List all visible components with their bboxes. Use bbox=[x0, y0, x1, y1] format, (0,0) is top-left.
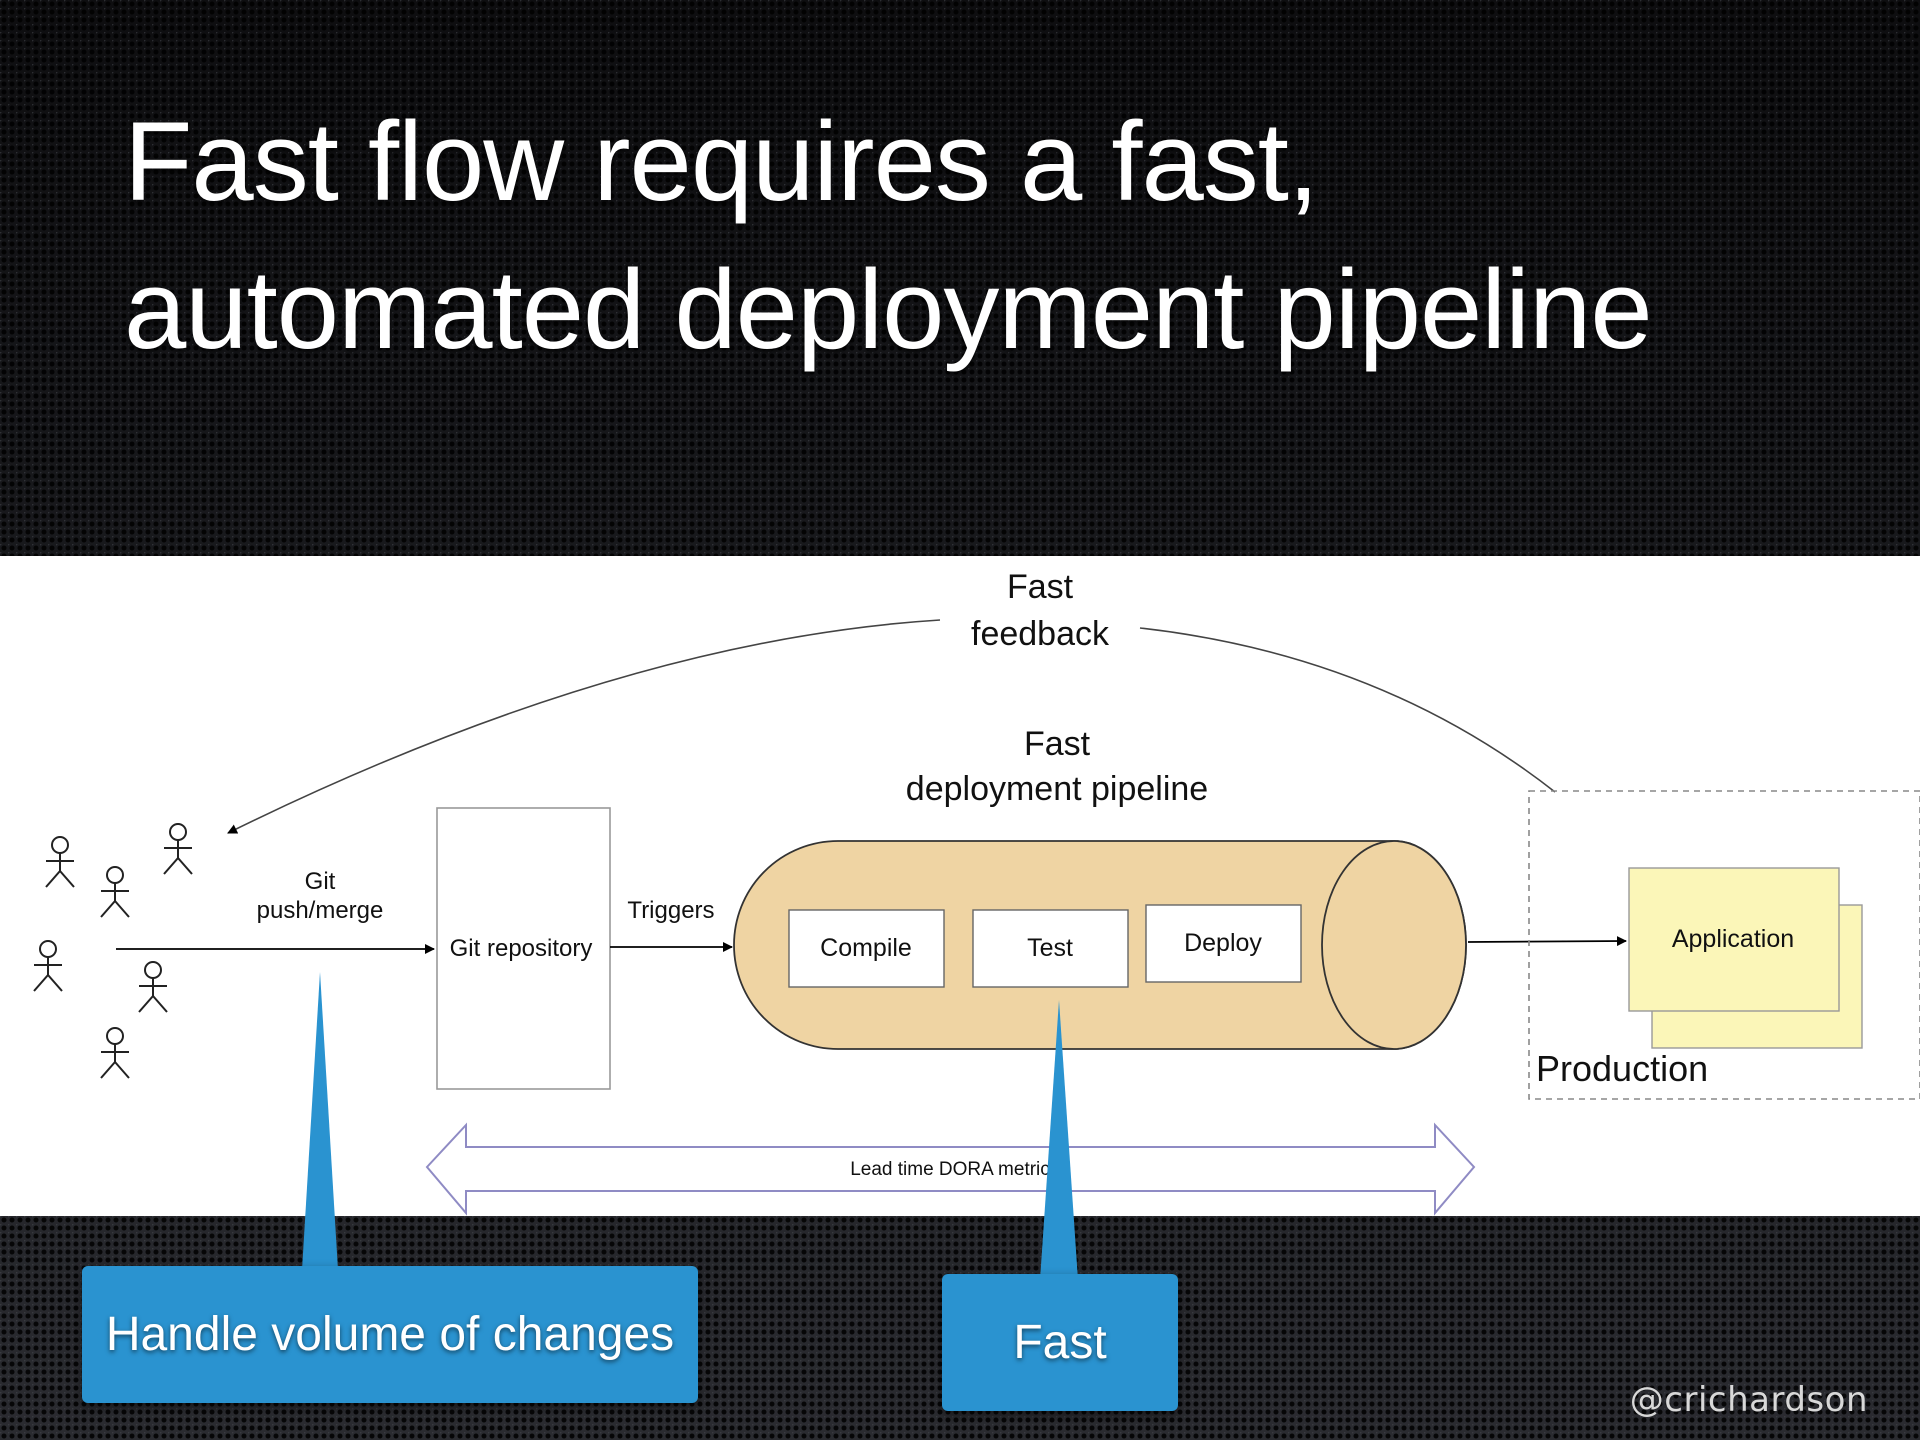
feedback-label-line2: feedback bbox=[971, 615, 1110, 653]
callout-volume-pointer bbox=[302, 972, 338, 1270]
slide-title: Fast flow requires a fast, automated dep… bbox=[124, 88, 1884, 384]
stage-test-box bbox=[972, 909, 1129, 988]
title-line-1: Fast flow requires a fast, bbox=[124, 99, 1319, 224]
push-label-line2: push/merge bbox=[257, 897, 384, 924]
lead-time-label: Lead time DORA metric bbox=[850, 1159, 1050, 1180]
application-box bbox=[1628, 867, 1840, 1012]
developer-icon bbox=[138, 961, 168, 1013]
callout-handle-volume: Handle volume of changes bbox=[82, 1266, 698, 1403]
production-label: Production bbox=[1536, 1048, 1708, 1089]
feedback-label-line1: Fast bbox=[1007, 568, 1074, 606]
developer-icon bbox=[163, 823, 193, 875]
stage-compile-label: Compile bbox=[820, 934, 912, 962]
developer-icons bbox=[33, 823, 193, 1079]
feedback-arrow bbox=[1139, 627, 1556, 793]
developer-icon bbox=[100, 1027, 130, 1079]
lead-time-arrow bbox=[425, 1122, 1476, 1216]
stage-test-label: Test bbox=[1027, 934, 1073, 962]
author-credit: @crichardson bbox=[1629, 1380, 1868, 1420]
pipeline-label-line1: Fast bbox=[1024, 725, 1091, 763]
developer-icon bbox=[33, 940, 63, 992]
production-region bbox=[1528, 790, 1920, 1100]
stage-deploy-label: Deploy bbox=[1184, 929, 1262, 957]
git-repository-label: Git repository bbox=[450, 935, 593, 962]
title-line-2: automated deployment pipeline bbox=[124, 247, 1653, 372]
developer-icon bbox=[100, 866, 130, 918]
callout-fast-pointer bbox=[1040, 1000, 1078, 1280]
triggers-label: Triggers bbox=[627, 897, 714, 924]
stage-compile-box bbox=[788, 909, 945, 988]
push-label-line1: Git bbox=[305, 868, 336, 895]
stage-deploy-box bbox=[1145, 904, 1302, 983]
callout-fast-text: Fast bbox=[1013, 1316, 1107, 1369]
pipeline-label-line2: deployment pipeline bbox=[906, 770, 1208, 808]
callout-handle-volume-text: Handle volume of changes bbox=[105, 1308, 675, 1361]
application-label: Application bbox=[1672, 925, 1794, 953]
feedback-arrow-tail bbox=[227, 619, 941, 834]
deploy-arrow bbox=[1467, 936, 1627, 947]
git-repository-box bbox=[436, 807, 611, 1090]
callout-fast: Fast bbox=[942, 1274, 1178, 1411]
developer-icon bbox=[45, 836, 75, 888]
